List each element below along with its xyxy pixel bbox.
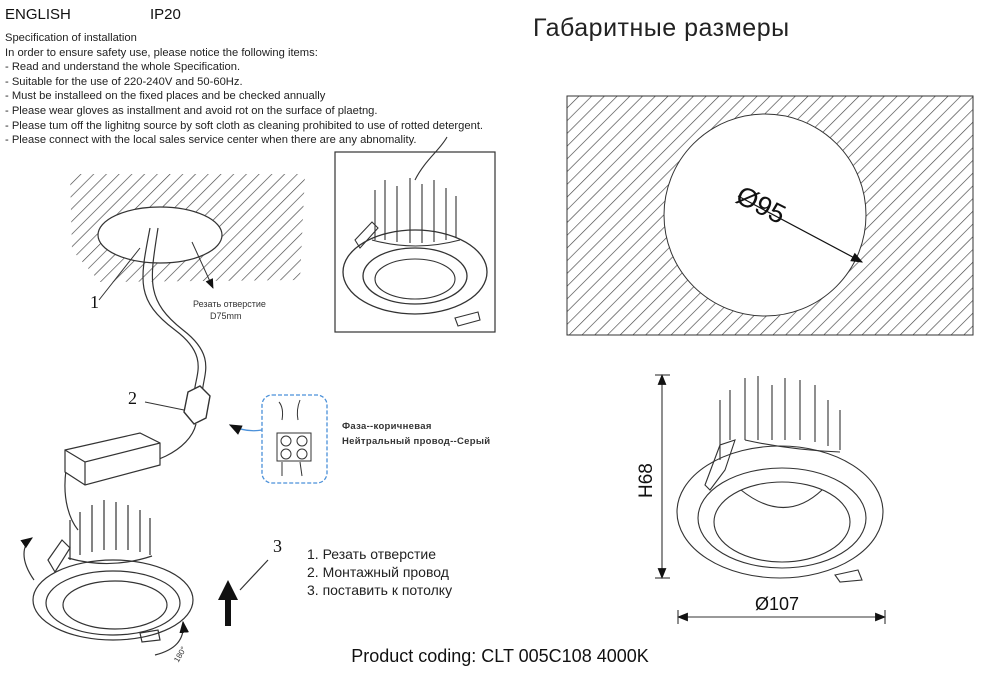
dimensions-title: Габаритные размеры <box>533 14 790 42</box>
callout-1: 1 <box>90 292 99 312</box>
specification-text: Specification of installation In order t… <box>5 31 483 148</box>
callout-3: 3 <box>273 536 282 556</box>
fixture-photo <box>334 136 496 333</box>
product-coding: Product coding: CLT 005C108 4000K <box>351 646 649 666</box>
phase-wire-label: Фаза--коричневая <box>342 421 432 432</box>
spec-line: - Please tum off the lighitng source by … <box>5 119 484 132</box>
terminal-block-diagram <box>228 394 328 484</box>
step-item: 3. поставить к потолку <box>307 582 453 598</box>
ip-rating: IP20 <box>150 6 181 23</box>
spec-line: - Read and understand the whole Specific… <box>5 61 241 74</box>
spec-line: - Suitable for the use of 220-240V and 5… <box>5 75 243 88</box>
spec-line: - Please wear gloves as installment and … <box>5 104 378 117</box>
cutout-size: D75mm <box>210 311 242 321</box>
spec-line: - Please connect with the local sales se… <box>5 134 417 147</box>
spec-line: - Must be installeed on the fixed places… <box>5 90 326 103</box>
step-item: 1. Резать отверстие <box>307 546 437 562</box>
language-label: ENGLISH <box>5 6 71 23</box>
cutout-dimension-drawing <box>566 95 974 336</box>
fixture-install-illustration <box>20 500 269 656</box>
fixture-dimension-drawing <box>655 373 887 624</box>
height-label: H68 <box>636 463 657 498</box>
callout-2: 2 <box>128 388 137 408</box>
cutout-label: Резать отверстие <box>193 299 266 309</box>
neutral-wire-label: Нейтральный провод--Серый <box>342 436 491 447</box>
diameter-label: Ø107 <box>755 594 800 614</box>
spec-heading: Specification of installation <box>5 32 137 44</box>
ceiling-cutout-illustration <box>64 174 305 531</box>
spec-line: In order to ensure safety use, please no… <box>5 46 318 59</box>
installation-steps: 1. Резать отверстие 2. Монтажный провод … <box>307 545 452 599</box>
up-arrow-icon <box>218 580 238 626</box>
step-item: 2. Монтажный провод <box>307 564 449 580</box>
